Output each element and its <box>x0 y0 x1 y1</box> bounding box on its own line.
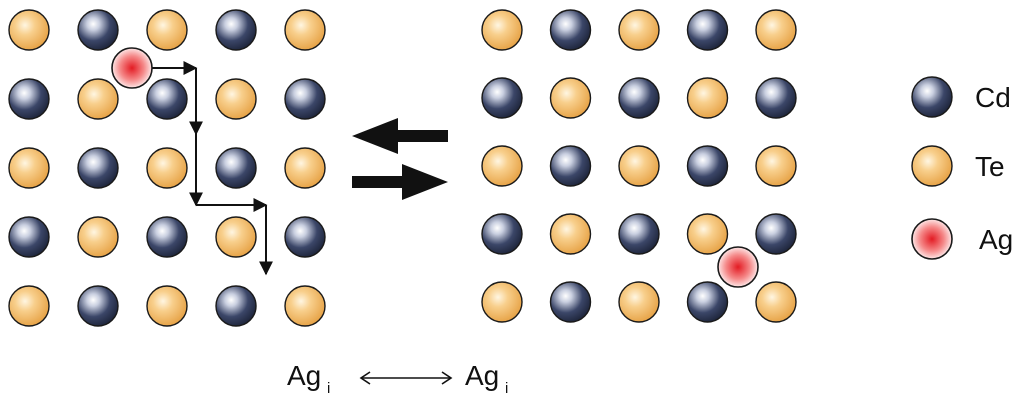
te-atom <box>284 9 326 51</box>
cd-atom <box>686 145 729 187</box>
te-atom <box>77 216 119 258</box>
legend: Cd Te Ag <box>911 76 1013 260</box>
te-atom <box>618 9 660 51</box>
caption-left-base: Ag <box>287 360 321 391</box>
te-atom <box>481 281 523 323</box>
legend-label-ag: Ag <box>979 224 1013 255</box>
te-atom <box>481 145 523 187</box>
te-atom <box>549 77 592 119</box>
te-atom <box>8 9 50 51</box>
caption-left-sub: i <box>327 380 330 397</box>
cd-atom <box>8 78 50 120</box>
te-atom <box>77 78 119 120</box>
te-atom <box>686 213 729 255</box>
ag-interstitial-right <box>717 246 759 288</box>
te-atom <box>215 216 257 258</box>
te-atom <box>146 147 188 189</box>
cd-atom <box>215 285 257 327</box>
cd-atom <box>481 77 523 119</box>
reverse-arrow <box>352 118 448 154</box>
legend-item-cd: Cd <box>911 76 1011 118</box>
te-atom <box>146 9 188 51</box>
cd-atom <box>215 147 257 189</box>
cd-atom <box>618 213 660 255</box>
cd-atom <box>618 77 660 119</box>
cd-atom <box>146 78 188 120</box>
te-atom <box>755 9 797 51</box>
te-atom <box>284 147 326 189</box>
te-atom <box>215 78 257 120</box>
te-atom <box>8 285 50 327</box>
te-atom <box>146 285 188 327</box>
te-atom-icon <box>911 145 953 187</box>
cd-atom <box>77 285 119 327</box>
cd-atom <box>549 281 592 323</box>
caption-right-base: Ag <box>465 360 499 391</box>
caption-right-sub: i <box>505 380 508 397</box>
te-atom <box>8 147 50 189</box>
te-atom <box>755 145 797 187</box>
legend-item-te: Te <box>911 145 1005 187</box>
legend-label-te: Te <box>975 151 1005 182</box>
ag-atom-icon <box>911 218 953 260</box>
double-headed-arrow-icon <box>359 371 453 385</box>
legend-label-cd: Cd <box>975 82 1011 113</box>
forward-arrow <box>352 164 448 200</box>
cd-atom <box>686 9 729 51</box>
cd-atom <box>77 9 119 51</box>
te-atom <box>284 285 326 327</box>
cd-atom <box>77 147 119 189</box>
cd-atom <box>549 9 592 51</box>
equilibrium-arrows-icon <box>352 118 448 200</box>
cd-atom <box>549 145 592 187</box>
te-atom <box>686 77 729 119</box>
te-atom <box>549 213 592 255</box>
right-lattice <box>481 9 797 323</box>
te-atom <box>481 9 523 51</box>
te-atom <box>618 145 660 187</box>
ag-interstitial-left <box>111 47 153 89</box>
cd-atom <box>755 213 797 255</box>
caption: Ag i Ag i <box>287 360 508 397</box>
cd-atom <box>284 78 326 120</box>
cd-atom <box>215 9 257 51</box>
legend-item-ag: Ag <box>911 218 1013 260</box>
cd-atom <box>8 216 50 258</box>
cd-atom <box>686 281 729 323</box>
cd-atom <box>146 216 188 258</box>
cd-atom <box>284 216 326 258</box>
te-atom <box>755 281 797 323</box>
diffusion-path-arrows-icon <box>132 61 273 276</box>
cd-atom-icon <box>911 76 953 118</box>
cd-atom <box>755 77 797 119</box>
left-lattice <box>8 9 326 327</box>
cd-atom <box>481 213 523 255</box>
te-atom <box>618 281 660 323</box>
